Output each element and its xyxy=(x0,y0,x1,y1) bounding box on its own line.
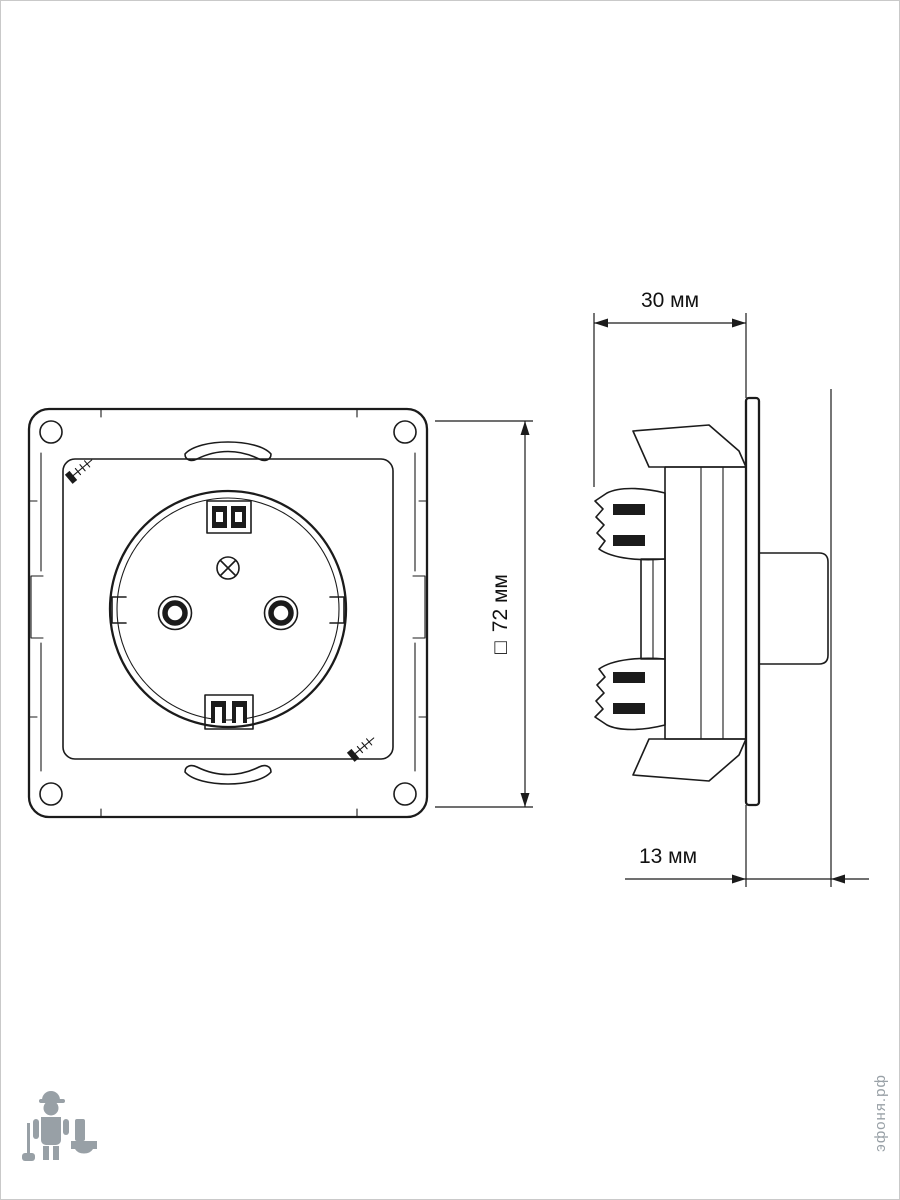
plumber-arm-right xyxy=(63,1119,69,1135)
plumber-leg-left xyxy=(43,1146,49,1160)
socket-recess-circle xyxy=(108,489,348,729)
dim-width-extension-lines xyxy=(593,313,747,487)
dim-depth-arrow-left xyxy=(732,874,746,884)
mounting-claw-bottom xyxy=(594,657,666,731)
watermark-site-text: эфоня.рф xyxy=(872,1074,889,1152)
toilet-bowl-icon xyxy=(71,1141,97,1154)
plunger-cup-icon xyxy=(22,1153,35,1161)
dimension-height-72mm: □ 72 мм xyxy=(435,420,533,808)
mechanism-top-cover xyxy=(632,424,747,468)
dim-height-label: □ 72 мм xyxy=(489,574,512,654)
dim-width-arrow-left xyxy=(594,318,608,328)
dim-height-arrow-bottom xyxy=(520,793,530,807)
toilet-tank-icon xyxy=(75,1119,85,1141)
dimension-depth-13mm: 13 мм xyxy=(625,389,869,887)
clamp-window-top xyxy=(206,500,252,534)
plumber-body xyxy=(41,1117,61,1145)
pin-hole-right xyxy=(263,595,299,631)
dim-depth-arrow-right xyxy=(831,874,845,884)
dim-height-square-symbol: □ xyxy=(489,641,512,654)
mechanism-bottom-cover xyxy=(632,738,747,782)
center-screw xyxy=(216,556,240,580)
dimension-width-30mm: 30 мм xyxy=(593,289,747,487)
plumber-head xyxy=(43,1100,59,1116)
front-view xyxy=(27,407,429,819)
flange-plate xyxy=(744,396,761,807)
corner-hole-bottom-left xyxy=(39,782,63,806)
plunger-handle-icon xyxy=(27,1123,30,1153)
circle-notch-left xyxy=(111,596,127,624)
mounting-claw-top xyxy=(594,487,666,561)
plate-seam-lines xyxy=(40,452,416,772)
plumber-cap-icon xyxy=(42,1091,60,1100)
plumber-arm-left xyxy=(33,1119,39,1139)
clamp-window-bottom xyxy=(204,694,254,730)
plumber-leg-right xyxy=(53,1146,59,1160)
dim-width-label: 30 мм xyxy=(641,289,699,312)
mechanism-inner-lines xyxy=(700,466,724,740)
plate-bracket-right xyxy=(412,575,426,639)
socket-recess-inner-circle xyxy=(116,497,340,721)
dim-height-value: 72 мм xyxy=(489,574,512,632)
mounting-plate-outline xyxy=(27,407,429,819)
dim-depth-extension-lines xyxy=(745,389,832,887)
pin-hole-left xyxy=(157,595,193,631)
dim-height-arrow-top xyxy=(520,421,530,435)
circle-notch-right xyxy=(329,596,345,624)
mechanism-body xyxy=(664,466,747,740)
claw-support-column xyxy=(640,558,666,660)
mounting-slot-bottom xyxy=(184,764,272,785)
dim-height-extension-lines xyxy=(435,420,533,808)
screw-mark-top-left xyxy=(64,459,93,484)
screw-mark-bottom-right xyxy=(346,737,375,762)
watermark-plumber-logo xyxy=(22,1091,97,1161)
plate-edge-ticks xyxy=(28,408,428,818)
plate-bracket-left xyxy=(30,575,44,639)
corner-hole-top-left xyxy=(39,420,63,444)
socket-front-protrusion xyxy=(758,552,829,665)
dim-width-arrow-right xyxy=(732,318,746,328)
corner-hole-bottom-right xyxy=(393,782,417,806)
corner-hole-top-right xyxy=(393,420,417,444)
mounting-slot-top xyxy=(184,441,272,462)
side-view xyxy=(594,396,829,807)
frame-opening xyxy=(62,458,394,760)
dim-depth-label: 13 мм xyxy=(639,845,697,868)
